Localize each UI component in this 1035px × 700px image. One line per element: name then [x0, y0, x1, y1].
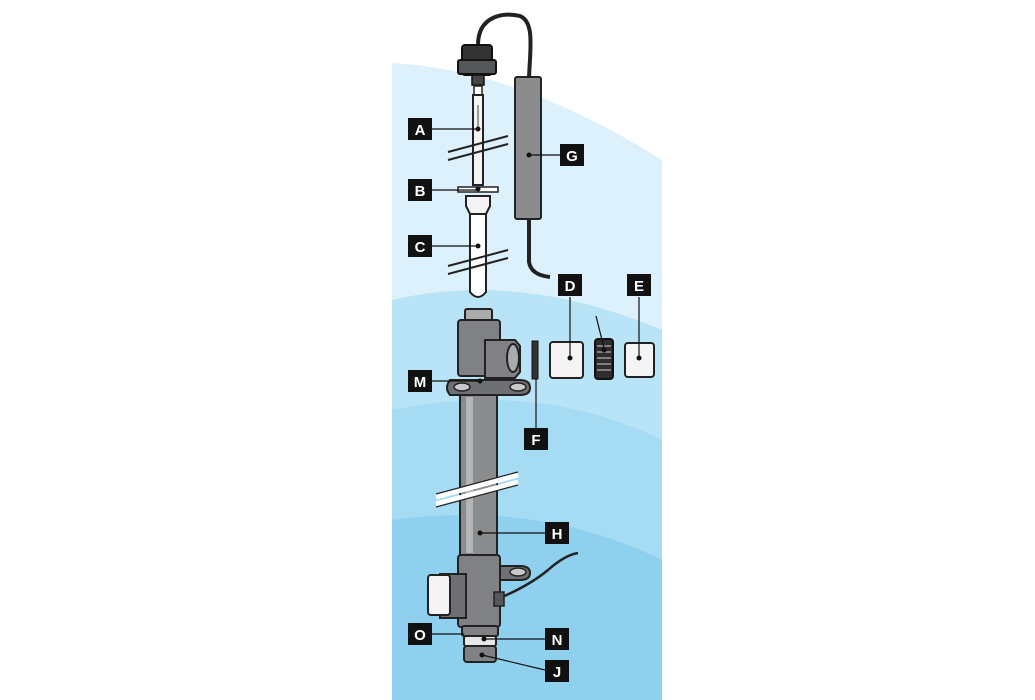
callout-N: N: [545, 628, 569, 650]
svg-text:C: C: [415, 239, 426, 256]
sleeve-collar: [466, 196, 490, 214]
bottom-nut-O: [462, 626, 498, 636]
svg-text:B: B: [415, 183, 426, 200]
clamp-bottom-hole: [510, 568, 526, 576]
callout-C: C: [408, 235, 432, 257]
union-nut: [595, 339, 613, 379]
svg-text:A: A: [415, 122, 426, 139]
svg-text:N: N: [552, 632, 563, 649]
clamp-hole-right: [510, 383, 526, 391]
svg-text:O: O: [414, 627, 426, 644]
callout-H: H: [545, 522, 569, 544]
callout-J: J: [545, 660, 569, 682]
callout-G: G: [560, 144, 584, 166]
svg-text:F: F: [531, 432, 540, 449]
svg-text:M: M: [414, 374, 427, 391]
tube-highlight: [466, 397, 473, 553]
bottom-ring-N: [464, 636, 496, 646]
ballast-unit: [515, 77, 541, 219]
svg-text:E: E: [634, 278, 644, 295]
svg-text:D: D: [565, 278, 576, 295]
callout-D: D: [558, 274, 582, 296]
clamp-hole-left: [454, 383, 470, 391]
outlet-opening: [507, 344, 519, 372]
inlet-union-nut: [428, 575, 450, 615]
cap-plug: [472, 75, 484, 85]
callout-O: O: [408, 623, 432, 645]
union-tailpiece-D: [550, 342, 583, 378]
callout-E: E: [627, 274, 651, 296]
svg-text:H: H: [552, 526, 563, 543]
svg-text:G: G: [566, 148, 578, 165]
o-ring-center: [476, 187, 481, 192]
callout-F: F: [524, 428, 548, 450]
callout-B: B: [408, 179, 432, 201]
callout-A: A: [408, 118, 432, 140]
svg-text:J: J: [553, 664, 561, 681]
wire-grommet: [494, 592, 504, 606]
cap-ring: [458, 60, 496, 74]
gasket-F: [532, 341, 538, 379]
o-ring: [458, 187, 498, 193]
callout-M: M: [408, 370, 432, 392]
